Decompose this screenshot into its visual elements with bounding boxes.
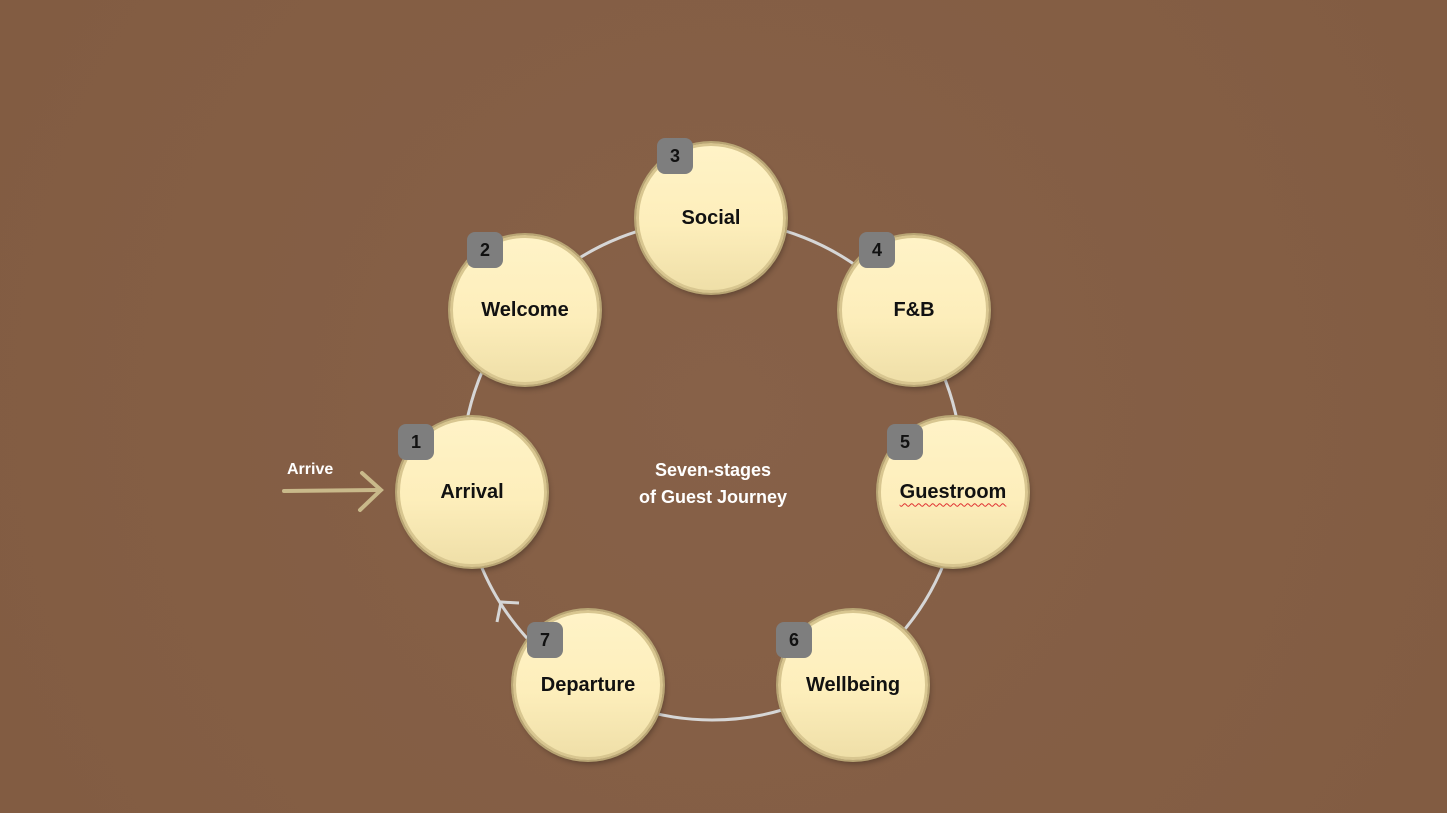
stage-number-badge: 4 [859,232,895,268]
stage-label: Welcome [481,298,569,321]
stage-label: Wellbeing [805,673,901,696]
title-line-1: Seven-stages [654,460,772,480]
stage-number-badge: 6 [776,622,812,658]
stage-number-badge: 2 [467,232,503,268]
diagram-title: Seven-stages of Guest Journey [600,457,826,511]
stage-number-badge: 1 [398,424,434,460]
stage-arrival[interactable]: Arrival [397,417,547,567]
arrive-label: Arrive [287,461,334,478]
stage-label: Social [681,206,741,229]
stage-label: Arrival [440,480,504,503]
stage-label: Departure [540,673,636,696]
stage-number-badge: 7 [527,622,563,658]
title-line-2: of Guest Journey [638,487,788,507]
stage-number-badge: 3 [657,138,693,174]
stage-number-badge: 5 [887,424,923,460]
stage-label: F&B [893,298,935,321]
stage-label: Guestroom [899,480,1007,503]
arrive-arrow-icon [282,471,384,512]
cycle-arrowhead-icon [495,600,520,623]
